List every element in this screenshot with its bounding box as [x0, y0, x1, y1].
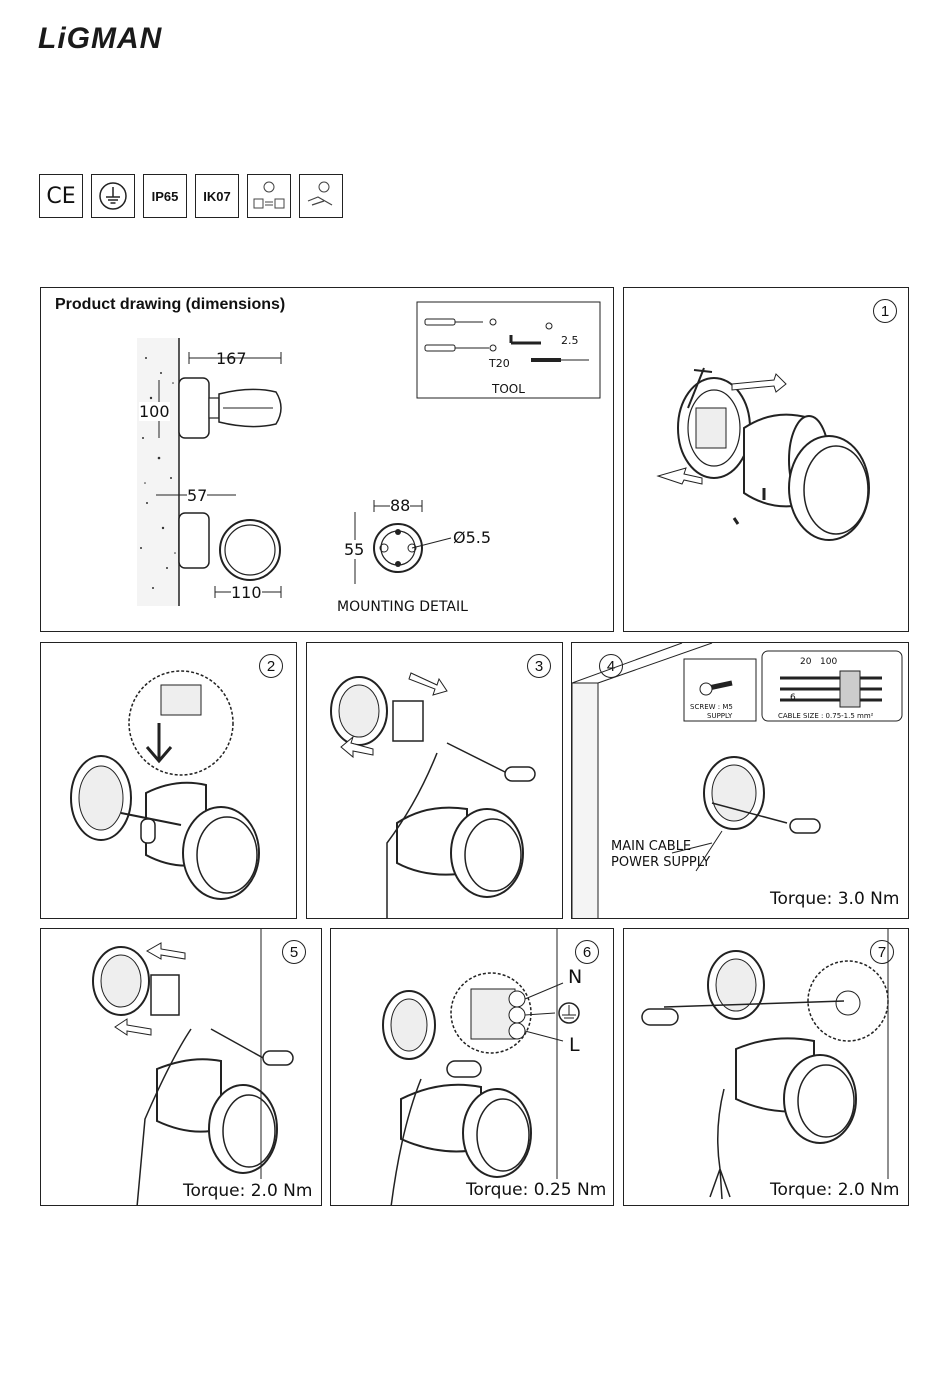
strip-length-100: 100: [820, 657, 837, 667]
screw-label-2: SUPPLY: [707, 712, 732, 720]
tool-allen-label: 2.5: [561, 334, 579, 347]
ip65-badge: IP65: [143, 174, 187, 218]
step-2-illustration: [41, 643, 297, 919]
step-6-panel: 6 N L Torque: 0.25 Nm: [330, 928, 614, 1206]
torque-value: Torque: 0.25 Nm: [466, 1180, 606, 1200]
live-label: L: [569, 1034, 580, 1056]
torque-value: Torque: 3.0 Nm: [770, 889, 899, 909]
step-3-panel: 3: [306, 642, 563, 919]
strip-length-20: 20: [800, 657, 811, 667]
certification-icons: CE IP65 IK07: [39, 174, 343, 218]
tool-torx-label: T20: [489, 357, 510, 370]
cable-size-label: CABLE SIZE : 0.75-1.5 mm²: [778, 712, 873, 720]
dim-100: 100: [139, 402, 170, 421]
earth-symbol-icon: [91, 174, 135, 218]
dim-167: 167: [216, 349, 247, 368]
dim-88: 88: [390, 496, 410, 515]
step-1-illustration: [624, 288, 909, 632]
power-supply-label: POWER SUPPLY: [611, 855, 710, 870]
torque-value: Torque: 2.0 Nm: [183, 1181, 312, 1201]
mounting-detail-label: MOUNTING DETAIL: [337, 599, 468, 615]
ik07-badge: IK07: [195, 174, 239, 218]
main-cable-label: MAIN CABLE: [611, 839, 691, 854]
dimension-drawing: [41, 288, 614, 632]
neutral-label: N: [568, 966, 582, 988]
dimensions-panel: Product drawing (dimensions): [40, 287, 614, 632]
step-5-illustration: [41, 929, 322, 1206]
step-2-panel: 2: [40, 642, 297, 919]
torque-value: Torque: 2.0 Nm: [770, 1180, 899, 1200]
step-7-illustration: [624, 929, 909, 1206]
dim-57: 57: [187, 486, 207, 505]
brand-logo: LiGMAN: [38, 22, 162, 56]
step-4-illustration: [572, 643, 909, 919]
voltage-icon: [247, 174, 291, 218]
dim-hole: Ø5.5: [453, 528, 491, 547]
step-7-panel: 7 Torque: 2.0 Nm: [623, 928, 909, 1206]
step-5-panel: 5 Torque: 2.0 Nm: [40, 928, 322, 1206]
wiring-icon: [299, 174, 343, 218]
dim-110: 110: [231, 583, 262, 602]
dim-55: 55: [344, 540, 364, 559]
step-1-panel: 1: [623, 287, 909, 632]
ce-mark-icon: CE: [39, 174, 83, 218]
tool-label: TOOL: [492, 382, 525, 396]
step-4-panel: 4 SCREW : M5 SUPPLY 20 100 6 CABLE SIZE …: [571, 642, 909, 919]
screw-label-1: SCREW : M5: [690, 703, 733, 711]
step-3-illustration: [307, 643, 563, 919]
strip-length-6: 6: [790, 693, 796, 703]
